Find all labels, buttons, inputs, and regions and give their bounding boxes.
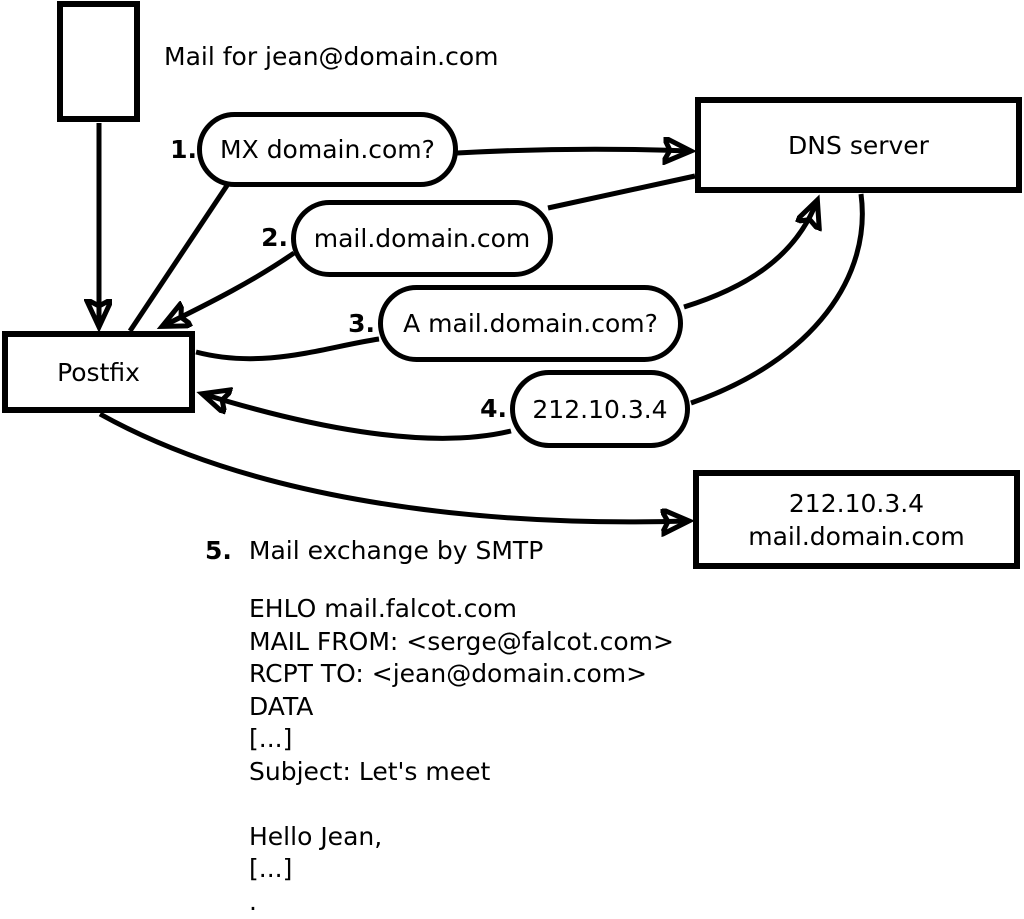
step-4-number: 4. [480,394,507,423]
step-3-number: 3. [348,309,375,338]
step-4-label: 212.10.3.4 [532,394,668,424]
step-1-pill: MX domain.com? [197,112,458,187]
arrow-step3-to-dns [683,201,817,310]
mail-server-ip: 212.10.3.4 [788,488,925,518]
mail-for-label: Mail for jean@domain.com [164,42,499,71]
dns-server-box: DNS server [695,97,1022,193]
arrow-postfix-to-mailserver [98,411,688,522]
postfix-label: Postfix [57,357,140,387]
step-5-number: 5. [205,536,232,565]
step-2-number: 2. [261,223,288,252]
step-1-label: MX domain.com? [220,135,435,164]
line-postfix-to-step3 [195,336,380,362]
postfix-box: Postfix [2,331,195,413]
step-3-label: A mail.domain.com? [403,309,658,338]
mail-server-hostname: mail.domain.com [748,521,965,551]
step-2-pill: mail.domain.com [291,200,553,277]
step-5-caption: 5. Mail exchange by SMTP [205,537,543,565]
step-4-pill: 212.10.3.4 [510,370,690,448]
line-dns-to-step4 [690,193,865,406]
step-1-number: 1. [170,135,197,164]
arrow-step1-to-dns [456,149,690,153]
line-postfix-to-step1 [127,182,231,333]
smtp-transcript: EHLO mail.falcot.com MAIL FROM: <serge@f… [249,594,674,916]
arrow-step2-to-postfix [163,250,296,326]
line-dns-to-step2 [547,173,696,211]
arrow-step4-to-postfix [203,394,512,441]
mail-message-box [57,1,140,122]
step-3-pill: A mail.domain.com? [378,285,683,362]
step-5-label: Mail exchange by SMTP [248,536,544,565]
step-2-label: mail.domain.com [313,224,531,253]
mail-server-box: 212.10.3.4 mail.domain.com [693,470,1020,569]
dns-server-label: DNS server [788,130,929,160]
